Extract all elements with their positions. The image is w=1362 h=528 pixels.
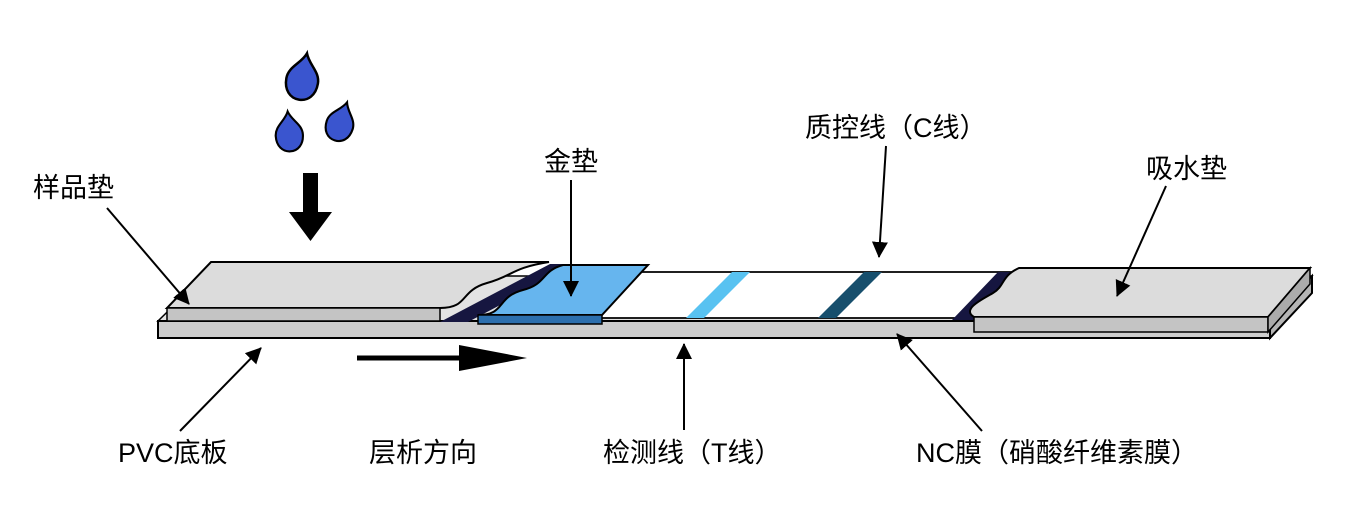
droplet-icon bbox=[284, 49, 320, 102]
sample-apply-arrow-icon bbox=[289, 173, 332, 241]
test-line-shape bbox=[686, 272, 750, 318]
flow-direction-arrow-icon bbox=[357, 345, 527, 371]
test-line-label: 检测线（T线） bbox=[603, 438, 782, 468]
control-line-label: 质控线（C线） bbox=[805, 113, 987, 143]
sample-pad-pointer bbox=[106, 207, 190, 305]
label-pointers bbox=[106, 145, 1167, 432]
pvc-backing-label: PVC底板 bbox=[118, 438, 228, 468]
sample-pad-shape bbox=[164, 261, 550, 322]
control-line-pointer bbox=[871, 145, 888, 258]
control-line-shape bbox=[818, 272, 882, 318]
absorbent-pad-shape bbox=[969, 265, 1313, 334]
absorbent-pad-pointer bbox=[1115, 185, 1167, 297]
gold-pad-label: 金垫 bbox=[544, 147, 598, 177]
nc-membrane-label: NC膜（硝酸纤维素膜） bbox=[916, 438, 1198, 468]
flow-direction-label: 层析方向 bbox=[369, 438, 477, 468]
nc-membrane-pointer bbox=[896, 333, 983, 432]
droplet-icons bbox=[274, 49, 355, 153]
droplet-icon bbox=[274, 108, 304, 153]
pvc-backing-pointer bbox=[179, 347, 262, 432]
absorbent-pad-label: 吸水垫 bbox=[1146, 154, 1227, 184]
droplet-icon bbox=[324, 99, 355, 143]
sample-pad-label: 样品垫 bbox=[33, 173, 114, 203]
